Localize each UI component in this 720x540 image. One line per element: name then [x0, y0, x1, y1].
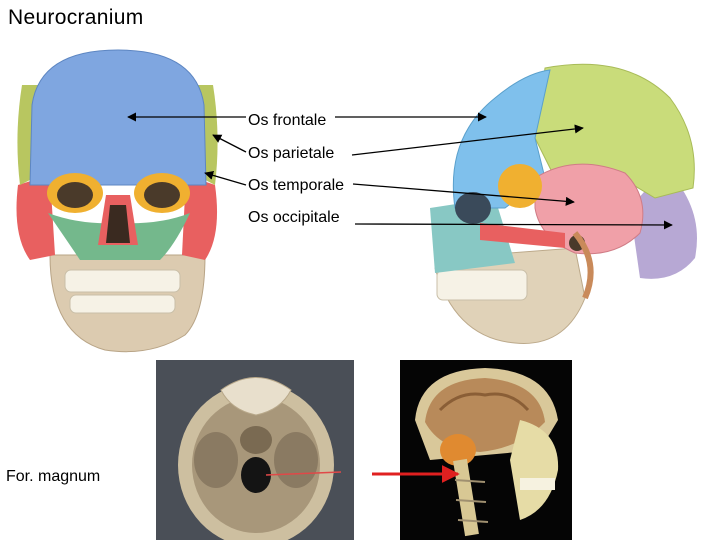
label-for-magnum: For. magnum [6, 468, 101, 485]
label-os-parietale: Os parietale [248, 145, 335, 162]
skull-lateral-view [425, 58, 710, 353]
skull-front-view [10, 45, 225, 360]
label-os-occipitale: Os occipitale [248, 209, 340, 226]
page-title: Neurocranium [8, 6, 144, 29]
sagittal-section-photo [400, 360, 572, 540]
label-os-temporale: Os temporale [248, 177, 345, 194]
skull-base-photo [156, 360, 354, 540]
label-os-frontale: Os frontale [248, 112, 327, 129]
